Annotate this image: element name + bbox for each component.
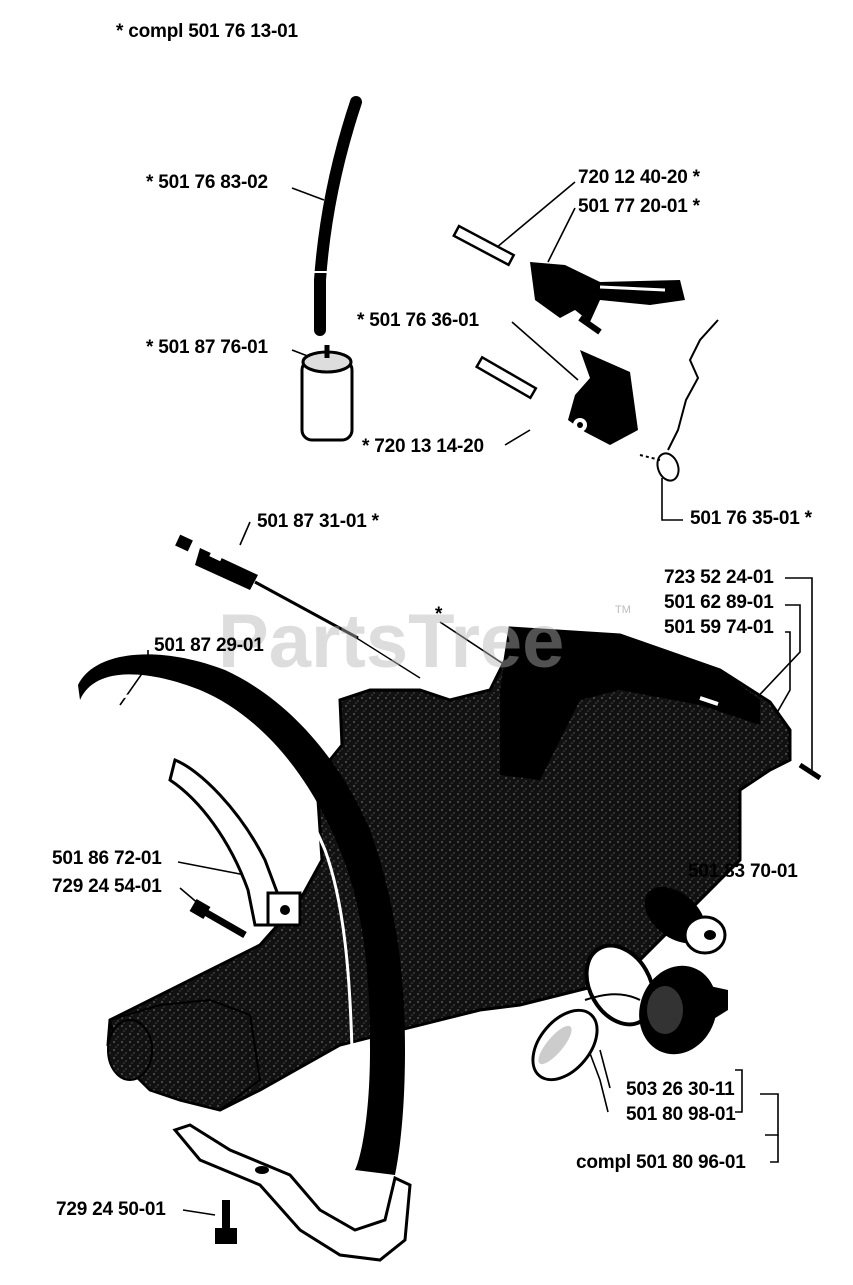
label-501-86-72-01[interactable]: 501 86 72-01 xyxy=(52,848,162,869)
label-501-76-35-01[interactable]: 501 76 35-01 * xyxy=(690,508,812,529)
throttle-lock-icon xyxy=(568,350,638,445)
label-720-13-14-20[interactable]: * 720 13 14-20 xyxy=(362,436,484,457)
label-501-87-31-01[interactable]: 501 87 31-01 * xyxy=(257,511,379,532)
fuel-hose xyxy=(314,96,362,336)
label-723-52-24-01[interactable]: 723 52 24-01 xyxy=(664,567,774,588)
label-503-26-30-11[interactable]: 503 26 30-11 xyxy=(626,1079,735,1100)
label-501-83-70-01[interactable]: 501 83 70-01 xyxy=(688,861,798,882)
label-compl-main[interactable]: * compl 501 76 13-01 xyxy=(116,21,298,42)
label-729-24-54-01[interactable]: 729 24 54-01 xyxy=(52,876,162,897)
fuel-pickup-icon xyxy=(175,534,421,679)
spring-icon xyxy=(639,319,719,482)
label-720-12-40-20[interactable]: 720 12 40-20 * xyxy=(578,167,700,188)
label-fuel-filter[interactable]: * 501 87 76-01 xyxy=(146,337,268,358)
bolt-icon xyxy=(189,898,247,939)
label-tank-star: * xyxy=(435,604,443,625)
label-501-80-98-01[interactable]: 501 80 98-01 xyxy=(626,1104,736,1125)
label-compl-cap[interactable]: compl 501 80 96-01 xyxy=(576,1152,746,1173)
pin-icon xyxy=(474,355,538,400)
bolt-icon xyxy=(215,1200,237,1244)
cap-seal-icon xyxy=(531,1008,599,1082)
fuel-cap-icon xyxy=(639,965,728,1055)
fuel-filter-icon xyxy=(300,345,354,442)
fuel-tank-housing xyxy=(106,626,792,1112)
pin-icon xyxy=(452,224,516,267)
screw-icon xyxy=(798,762,822,781)
watermark-trademark: TM xyxy=(615,604,631,616)
label-729-24-50-01[interactable]: 729 24 50-01 xyxy=(56,1199,166,1220)
label-501-77-20-01[interactable]: 501 77 20-01 * xyxy=(578,196,700,217)
front-handle-icon xyxy=(78,654,412,1262)
label-501-76-36-01[interactable]: * 501 76 36-01 xyxy=(357,310,479,331)
label-501-87-29-01[interactable]: 501 87 29-01 xyxy=(154,635,264,656)
filler-neck-icon xyxy=(644,886,727,955)
label-501-62-89-01[interactable]: 501 62 89-01 xyxy=(664,592,774,613)
label-501-59-74-01[interactable]: 501 59 74-01 xyxy=(664,617,774,638)
watermark: PartsTree xyxy=(218,599,565,684)
label-fuel-hose[interactable]: * 501 76 83-02 xyxy=(146,172,268,193)
throttle-trigger-icon xyxy=(530,262,685,335)
